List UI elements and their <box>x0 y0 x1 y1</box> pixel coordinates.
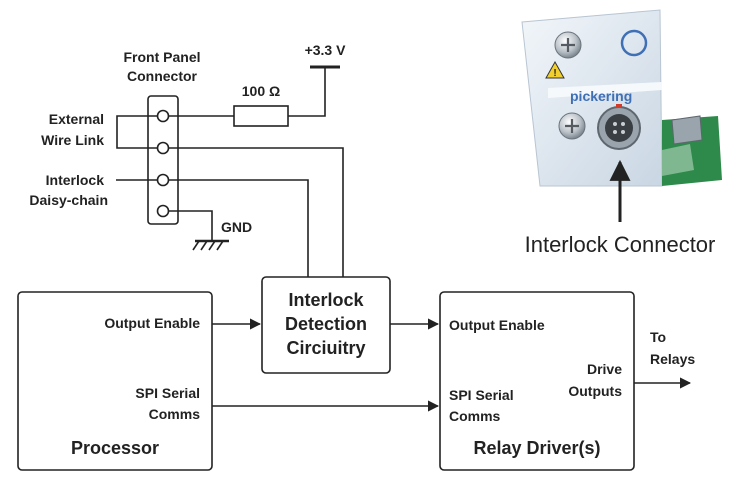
daisy-chain-label-line2: Daisy-chain <box>29 192 108 208</box>
svg-text:!: ! <box>553 68 556 79</box>
relay-spi-label-line2: Comms <box>449 408 501 424</box>
connector-pin-1 <box>156 109 170 123</box>
interlock-detection-block <box>261 276 391 374</box>
connector-callout-label: Interlock Connector <box>525 232 716 257</box>
relay-driver-title: Relay Driver(s) <box>473 438 600 458</box>
processor-title: Processor <box>71 438 159 458</box>
external-wire-link <box>116 115 158 149</box>
photo-brand-text: pickering <box>570 88 632 104</box>
drive-outputs-label-line2: Outputs <box>568 383 622 399</box>
to-relays-label-line2: Relays <box>650 351 695 367</box>
pin3-wire <box>168 179 309 277</box>
processor-spi-label-line1: SPI Serial <box>135 385 200 401</box>
processor-output-enable-label: Output Enable <box>104 315 200 331</box>
relay-spi-label-line1: SPI Serial <box>449 387 514 403</box>
ground-symbol <box>192 239 229 251</box>
to-relays-label-line1: To <box>650 329 666 345</box>
daisy-chain-label-line1: Interlock <box>46 172 105 188</box>
detection-label-line3: Circiuitry <box>286 338 365 358</box>
connector-pin-4 <box>156 204 170 218</box>
gnd-label: GND <box>221 219 252 235</box>
pin2-wire <box>168 147 344 277</box>
connector-pin-3 <box>156 173 170 187</box>
resistor-label: 100 Ω <box>242 83 280 99</box>
front-panel-label-line2: Connector <box>127 68 198 84</box>
supply-wire <box>288 67 326 117</box>
relay-output-enable-label: Output Enable <box>449 317 545 333</box>
detection-label-line1: Interlock <box>288 290 364 310</box>
external-wire-link-label-line1: External <box>49 111 104 127</box>
processor-spi-label-line2: Comms <box>149 406 201 422</box>
external-wire-link-label-line2: Wire Link <box>41 132 104 148</box>
processor-block <box>17 291 213 471</box>
front-panel-label-line1: Front Panel <box>123 49 200 65</box>
connector-pin-2 <box>156 141 170 155</box>
drive-outputs-label-line1: Drive <box>587 361 622 377</box>
detection-label-line2: Detection <box>285 314 367 334</box>
gnd-wire <box>168 210 213 241</box>
resistor-100-ohm <box>233 105 289 127</box>
front-panel-connector <box>147 95 179 225</box>
interlock-connector-photo: ! pickering <box>521 9 722 187</box>
relay-driver-block <box>439 291 635 471</box>
supply-label: +3.3 V <box>305 42 347 58</box>
